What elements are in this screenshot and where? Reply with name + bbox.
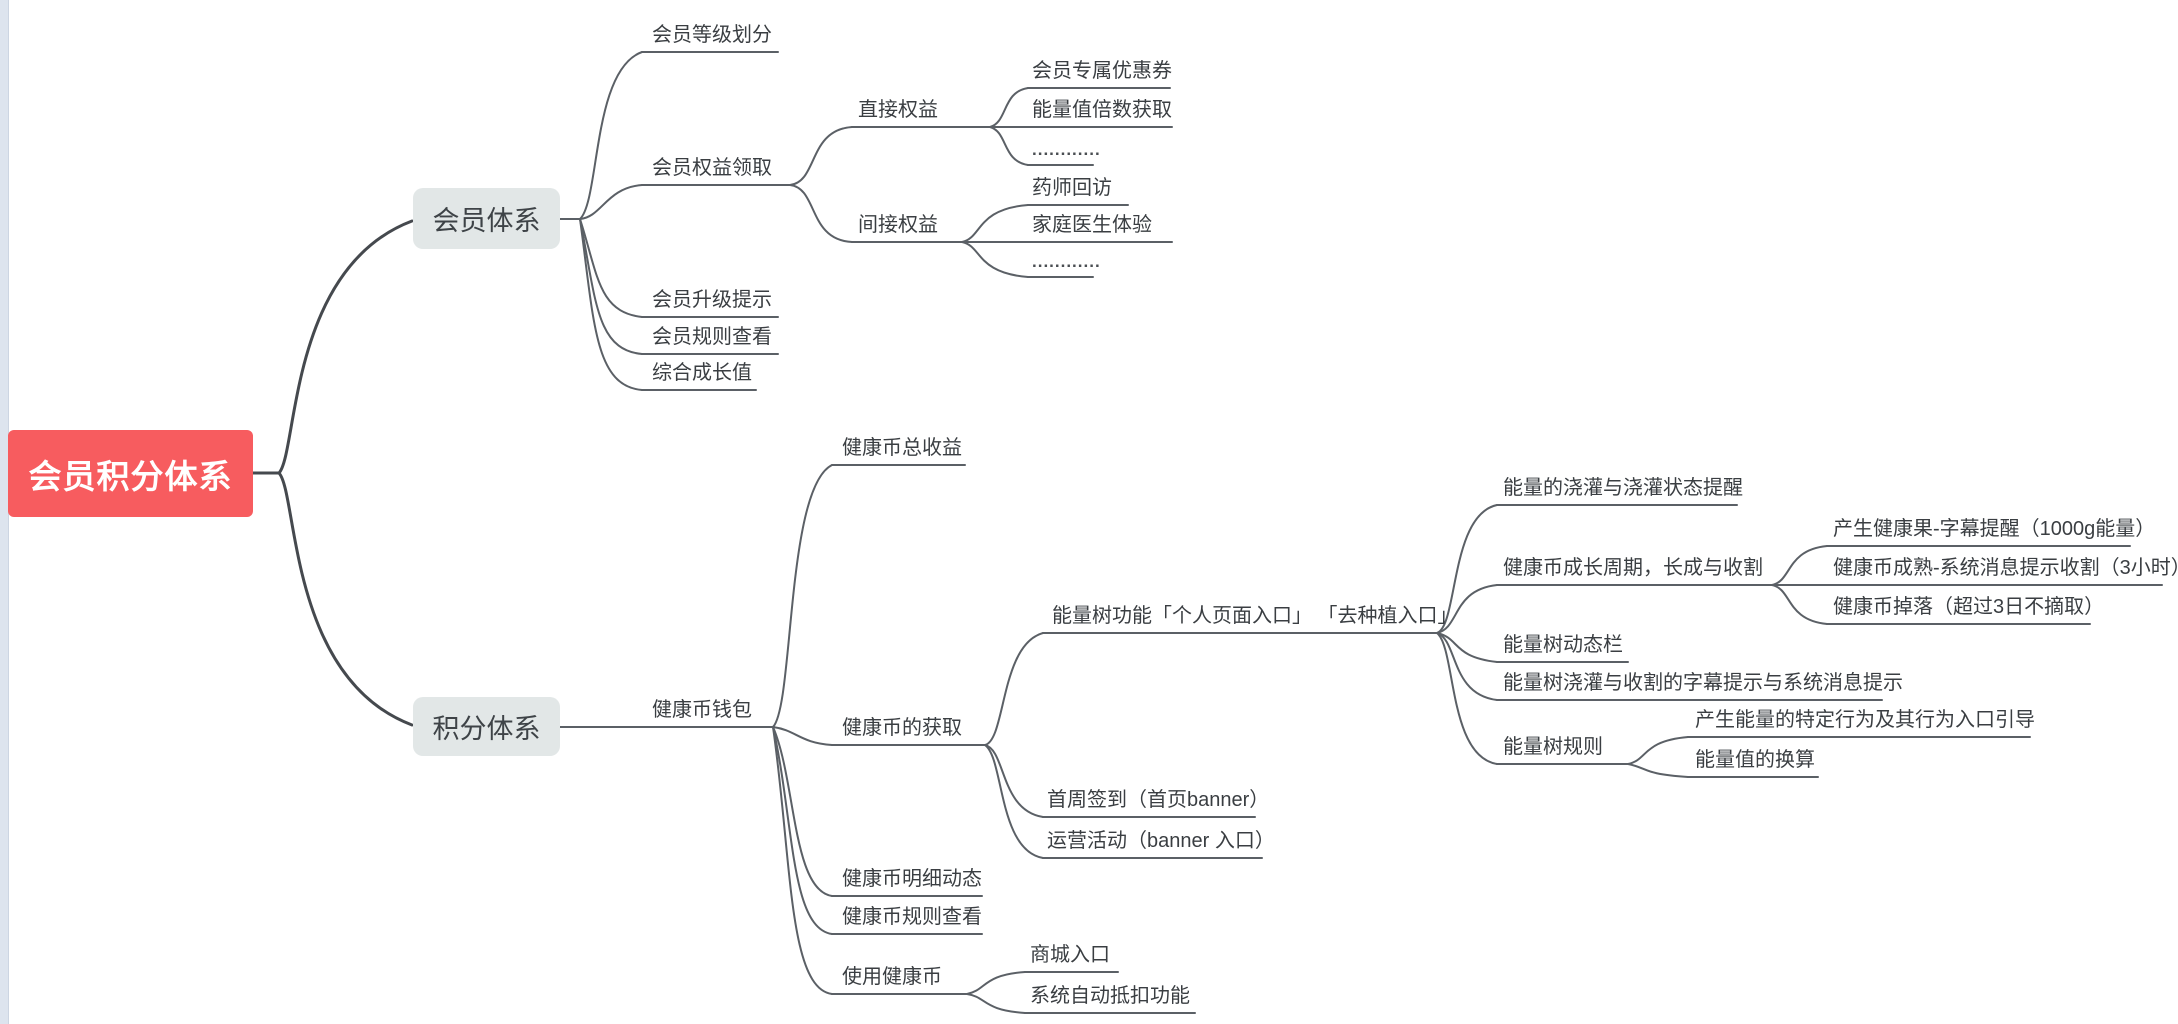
node-benefit-claim[interactable]: 会员权益领取 bbox=[652, 157, 772, 179]
node-coin-total-income[interactable]: 健康币总收益 bbox=[842, 437, 962, 459]
node-energy-tree-feature[interactable]: 能量树功能「个人页面入口」 「去种植入口」 bbox=[1052, 605, 1458, 627]
node-coin-drop[interactable]: 健康币掉落（超过3日不摘取） bbox=[1833, 596, 2105, 618]
node-coin-detail-feed[interactable]: 健康币明细动态 bbox=[842, 868, 982, 890]
node-coin-rules-view[interactable]: 健康币规则查看 bbox=[842, 906, 982, 928]
node-energy-multiplier[interactable]: 能量值倍数获取 bbox=[1032, 99, 1172, 121]
node-level-division[interactable]: 会员等级划分 bbox=[652, 24, 772, 46]
node-energy-behaviors[interactable]: 产生能量的特定行为及其行为入口引导 bbox=[1695, 709, 2035, 731]
node-indirect-more[interactable]: ............ bbox=[1032, 252, 1101, 271]
node-coin-mature[interactable]: 健康币成熟-系统消息提示收割（3小时） bbox=[1833, 557, 2178, 579]
node-energy-conversion[interactable]: 能量值的换算 bbox=[1695, 749, 1815, 771]
node-tree-activity-bar[interactable]: 能量树动态栏 bbox=[1503, 634, 1623, 656]
node-use-coin[interactable]: 使用健康币 bbox=[842, 966, 942, 988]
node-upgrade-notice[interactable]: 会员升级提示 bbox=[652, 289, 772, 311]
node-family-doctor[interactable]: 家庭医生体验 bbox=[1032, 214, 1152, 236]
node-mall-entry[interactable]: 商城入口 bbox=[1030, 944, 1110, 966]
node-coin-wallet[interactable]: 健康币钱包 bbox=[652, 699, 752, 721]
node-tree-tips[interactable]: 能量树浇灌与收割的字幕提示与系统消息提示 bbox=[1503, 672, 1903, 694]
node-points-system[interactable]: 积分体系 bbox=[413, 697, 560, 756]
node-composite-growth[interactable]: 综合成长值 bbox=[652, 362, 752, 384]
node-direct-more[interactable]: ............ bbox=[1032, 140, 1101, 159]
node-watering-reminder[interactable]: 能量的浇灌与浇灌状态提醒 bbox=[1503, 477, 1743, 499]
node-root[interactable]: 会员积分体系 bbox=[8, 430, 253, 517]
node-rules-view[interactable]: 会员规则查看 bbox=[652, 326, 772, 348]
node-first-week-checkin[interactable]: 首周签到（首页banner） bbox=[1047, 789, 1270, 811]
node-member-coupon[interactable]: 会员专属优惠券 bbox=[1032, 60, 1172, 82]
node-pharmacist-followup[interactable]: 药师回访 bbox=[1032, 177, 1112, 199]
node-operation-activity[interactable]: 运营活动（banner 入口） bbox=[1047, 830, 1275, 852]
node-coin-acquisition[interactable]: 健康币的获取 bbox=[842, 717, 962, 739]
node-health-fruit[interactable]: 产生健康果-字幕提醒（1000g能量） bbox=[1833, 518, 2156, 540]
node-auto-deduction[interactable]: 系统自动抵扣功能 bbox=[1030, 985, 1190, 1007]
node-tree-rules[interactable]: 能量树规则 bbox=[1503, 736, 1603, 758]
node-membership-system[interactable]: 会员体系 bbox=[413, 188, 560, 249]
node-indirect-benefit[interactable]: 间接权益 bbox=[858, 214, 938, 236]
node-direct-benefit[interactable]: 直接权益 bbox=[858, 99, 938, 121]
node-growth-cycle[interactable]: 健康币成长周期，长成与收割 bbox=[1503, 557, 1763, 579]
